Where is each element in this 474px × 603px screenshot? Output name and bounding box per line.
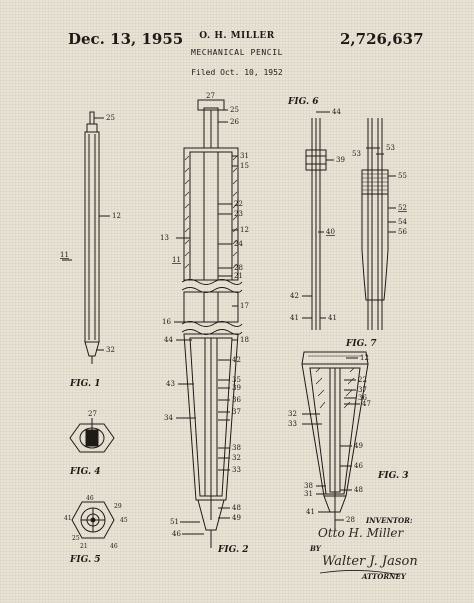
fig4-end-view <box>69 418 115 453</box>
fig1-pencil <box>62 111 110 364</box>
fig2-num-13: 21 <box>234 272 243 280</box>
fig6-label: FIG. 6 <box>287 97 319 107</box>
fig2-num-25: 38 <box>232 444 241 452</box>
fig2-num-14: 17 <box>240 302 249 310</box>
fig2-num-27: 33 <box>232 466 241 474</box>
fig3-num-12: 48 <box>354 486 363 494</box>
fig2-num-8: 12 <box>240 226 249 234</box>
fig3-num-5: 47 <box>362 400 371 408</box>
fig4-label: FIG. 4 <box>69 467 101 477</box>
fig1-num-1: 25 <box>106 114 115 122</box>
fig2-num-2: 25 <box>230 106 239 114</box>
fig2-num-28: 48 <box>232 504 241 512</box>
fig1-num-3: 11 <box>60 251 69 259</box>
fig5-label: FIG. 5 <box>69 555 101 565</box>
fig3-num-1: 12 <box>360 354 369 362</box>
attorney-signature: Walter J. Jason <box>322 554 418 569</box>
fig3-num-13: 41 <box>306 508 315 516</box>
inventor-label: INVENTOR: <box>366 516 413 525</box>
fig6-num-5: 41 <box>290 314 299 322</box>
fig2-num-24: 34 <box>164 414 173 422</box>
fig2-label: FIG. 2 <box>217 545 249 555</box>
fig7-label: FIG. 7 <box>345 339 377 349</box>
fig2-num-22: 36 <box>232 396 241 404</box>
fig5-num-2: 29 <box>114 503 122 510</box>
fig2-num-29: 51 <box>170 518 179 526</box>
fig7-num-2: 53 <box>352 150 361 158</box>
fig3-num-7: 33 <box>288 420 297 428</box>
fig3-num-4: 36 <box>358 394 367 402</box>
fig2-sectional-view <box>174 99 243 548</box>
fig5-num-6: 21 <box>80 543 88 550</box>
fig5-cross-section <box>71 501 115 539</box>
fig7-num-5: 54 <box>398 218 407 226</box>
fig6-num-1: 44 <box>332 108 341 116</box>
fig5-num-5: 25 <box>72 535 80 542</box>
fig5-num-4: 45 <box>120 517 128 524</box>
fig2-num-12: 28 <box>234 264 243 272</box>
fig7-jaws <box>361 118 396 330</box>
fig7-num-6: 56 <box>398 228 407 236</box>
fig2-num-1: 27 <box>206 92 215 100</box>
fig2-num-21: 43 <box>166 380 175 388</box>
fig5-num-3: 41 <box>64 515 72 522</box>
fig1-label: FIG. 1 <box>69 379 101 389</box>
fig3-label: FIG. 3 <box>377 471 409 481</box>
fig2-num-31: 49 <box>232 514 241 522</box>
fig6-num-4: 42 <box>290 292 299 300</box>
attorney-label: ATTORNEY <box>362 572 406 581</box>
fig6-num-3: 40 <box>326 228 335 236</box>
fig2-num-7: 23 <box>234 210 243 218</box>
patent-title: MECHANICAL PENCIL <box>190 48 284 57</box>
fig3-num-6: 32 <box>288 410 297 418</box>
fig1-num-2: 12 <box>112 212 121 220</box>
fig5-num-7: 46 <box>110 543 118 550</box>
fig3-num-2: 22 <box>358 376 367 384</box>
fig6-num-2: 39 <box>336 156 345 164</box>
fig2-num-4: 31 <box>240 152 249 160</box>
patent-number: 2,726,637 <box>340 30 424 48</box>
fig4-num-1: 27 <box>88 410 97 418</box>
fig3-num-9: 46 <box>354 462 363 470</box>
patent-date: Dec. 13, 1955 <box>68 30 184 48</box>
fig3-num-10: 38 <box>304 482 313 490</box>
fig2-num-20: 39 <box>232 384 241 392</box>
fig2-num-5: 15 <box>240 162 249 170</box>
fig3-num-11: 31 <box>304 490 313 498</box>
fig2-num-26: 32 <box>232 454 241 462</box>
fig6-num-6: 41 <box>328 314 337 322</box>
fig2-num-9: 13 <box>160 234 169 242</box>
filed-date: Filed Oct. 10, 1952 <box>191 68 283 77</box>
inventor-header: O. H. MILLER <box>199 31 275 41</box>
fig2-num-16: 18 <box>240 336 249 344</box>
fig2-num-15: 16 <box>162 318 171 326</box>
fig2-num-10: 24 <box>234 240 243 248</box>
fig7-num-1: 53 <box>386 144 395 152</box>
fig5-num-1: 46 <box>86 495 94 502</box>
fig3-num-3: 37 <box>358 386 367 394</box>
fig6-rod <box>302 111 334 330</box>
fig2-num-6: 22 <box>234 200 243 208</box>
fig2-num-23: 37 <box>232 408 241 416</box>
fig3-num-8: 49 <box>354 442 363 450</box>
fig7-num-4: 52 <box>398 204 407 212</box>
fig2-num-30: 46 <box>172 530 181 538</box>
fig2-num-19: 35 <box>232 376 241 384</box>
by-label: BY <box>310 544 321 553</box>
fig2-num-17: 44 <box>164 336 173 344</box>
fig2-num-3: 26 <box>230 118 239 126</box>
fig2-num-11: 11 <box>172 256 181 264</box>
fig1-num-4: 32 <box>106 346 115 354</box>
fig2-num-18: 42 <box>232 356 241 364</box>
fig7-num-3: 55 <box>398 172 407 180</box>
inventor-signature: Otto H. Miller <box>318 526 404 540</box>
fig3-num-14: 28 <box>346 516 355 524</box>
fig3-tip <box>301 351 369 530</box>
